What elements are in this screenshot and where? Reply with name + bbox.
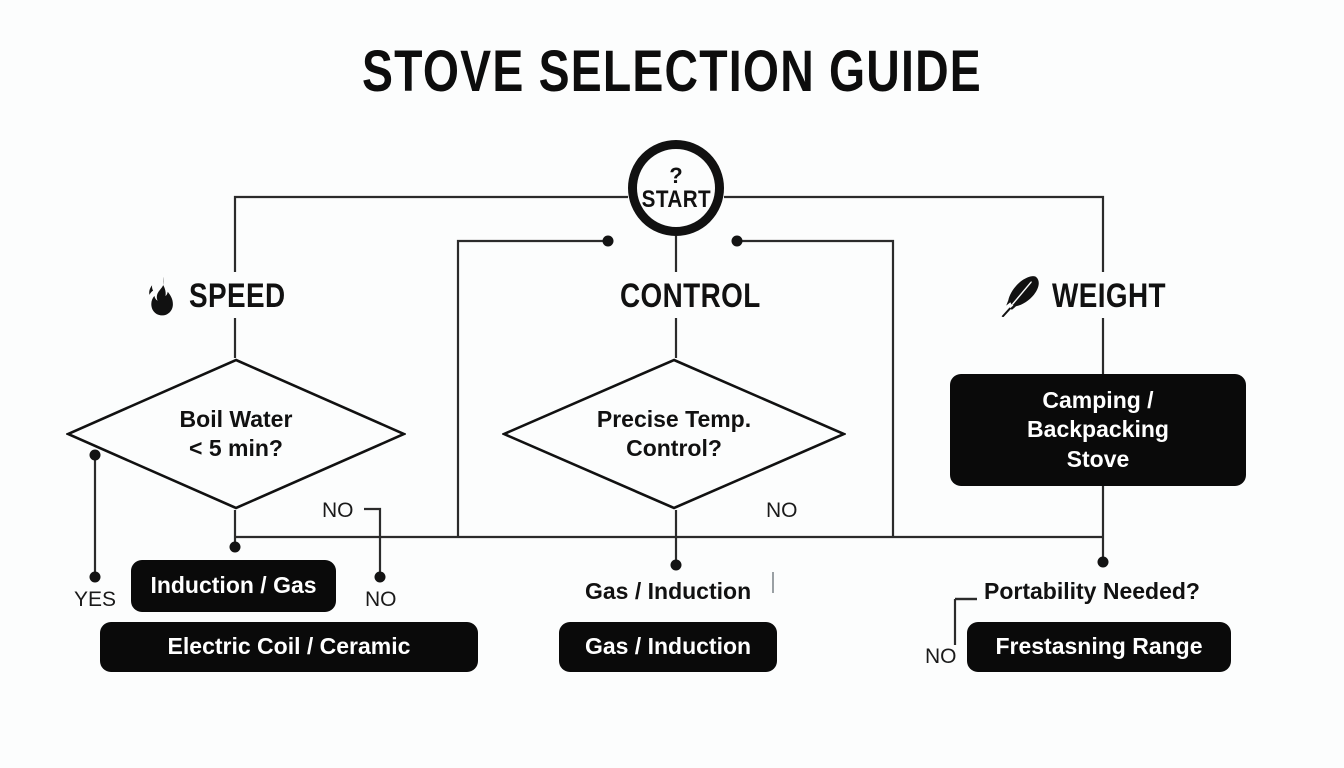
feather-icon (1000, 275, 1040, 317)
branch-header-control[interactable]: CONTROL (620, 275, 792, 317)
branch-header-weight[interactable]: WEIGHT (1000, 275, 1191, 317)
wire-control-left-return (456, 239, 608, 537)
label-gas-induction: Gas / Induction (585, 578, 752, 604)
branch-label-speed: SPEED (189, 276, 286, 315)
outcome-gas-induction-label: Gas / Induction (584, 633, 752, 660)
decision-boil-water[interactable]: Boil Water < 5 min? (64, 358, 408, 510)
junction-dot-right-bus (731, 235, 743, 247)
outcome-electric-coil-label: Electric Coil / Ceramic (167, 633, 411, 660)
junction-dot-induction (229, 541, 241, 553)
junction-dot-speed-no (374, 571, 386, 583)
junction-dot-gas-induction (670, 559, 682, 571)
text-caret-artifact (772, 572, 774, 593)
outcome-freestanding-range-label: Frestasning Range (995, 633, 1203, 660)
flame-icon (145, 276, 177, 316)
outcome-induction-gas-label: Induction / Gas (150, 572, 317, 599)
outcome-gas-induction[interactable]: Gas / Induction (559, 622, 777, 672)
label-portability-needed: Portability Needed? (984, 578, 1200, 604)
edge-label-no-weight: NO (925, 645, 957, 668)
wire-start-to-speed (233, 195, 628, 272)
branch-label-weight: WEIGHT (1052, 276, 1166, 315)
outcome-induction-gas[interactable]: Induction / Gas (131, 560, 336, 612)
wire-start-to-weight (724, 195, 1105, 272)
start-question-mark: ? (669, 162, 683, 188)
start-label: START (641, 185, 711, 213)
wire-speed-no-elbow (364, 507, 382, 577)
edge-label-yes-speed: YES (74, 588, 117, 611)
junction-dot-speed-left (89, 449, 101, 461)
wire-control-right-return (737, 239, 895, 537)
branch-header-speed[interactable]: SPEED (145, 275, 307, 317)
outcome-electric-coil[interactable]: Electric Coil / Ceramic (100, 622, 478, 672)
edge-label-no-speed-upper: NO (322, 499, 354, 522)
branch-label-control: CONTROL (620, 276, 761, 315)
junction-dot-left-bus (602, 235, 614, 247)
start-node[interactable]: ? START (628, 140, 724, 236)
decision-precise-temp[interactable]: Precise Temp. Control? (500, 358, 848, 510)
page-title: STOVE SELECTION GUIDE (362, 39, 982, 104)
edge-label-no-speed-lower: NO (365, 588, 397, 611)
edge-label-no-control: NO (766, 499, 798, 522)
outcome-freestanding-range[interactable]: Frestasning Range (967, 622, 1231, 672)
outcome-camping-stove[interactable]: Camping / Backpacking Stove (950, 374, 1246, 486)
outcome-camping-stove-label: Camping / Backpacking Stove (1027, 386, 1169, 472)
junction-dot-yes (89, 571, 101, 583)
junction-dot-portability (1097, 556, 1109, 568)
